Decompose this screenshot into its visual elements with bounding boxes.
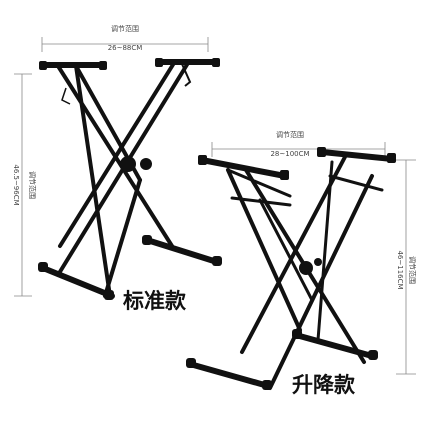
standard-width-range: 26~88CM (108, 44, 143, 52)
standard-frame (40, 59, 220, 299)
standard-height-label: 调节范围 (28, 171, 37, 199)
standard-width-dimension (41, 37, 209, 52)
standard-width-label: 调节范围 (111, 24, 139, 33)
lifting-frame (187, 149, 395, 390)
lifting-height-range: 46~116CM (396, 250, 404, 289)
lifting-width-range: 28~100CM (270, 150, 309, 158)
standard-stand: 调节范围 26~88CM 调节范围 46.5~96CM (12, 24, 222, 313)
standard-height-range: 46.5~96CM (12, 164, 20, 205)
lifting-height-label: 调节范围 (408, 256, 417, 284)
standard-height-dimension (14, 73, 32, 297)
lifting-name: 升降款 (292, 373, 356, 397)
standard-name: 标准款 (123, 289, 187, 313)
lifting-width-dimension (211, 142, 386, 157)
standard-caps (38, 58, 222, 300)
standard-lever (181, 63, 192, 87)
lifting-width-label: 调节范围 (276, 130, 304, 139)
lifting-height-dimension (396, 159, 416, 375)
lifting-stand: 调节范围 28~100CM 调节范围 46~116CM (186, 130, 417, 397)
lifting-caps (186, 147, 396, 390)
